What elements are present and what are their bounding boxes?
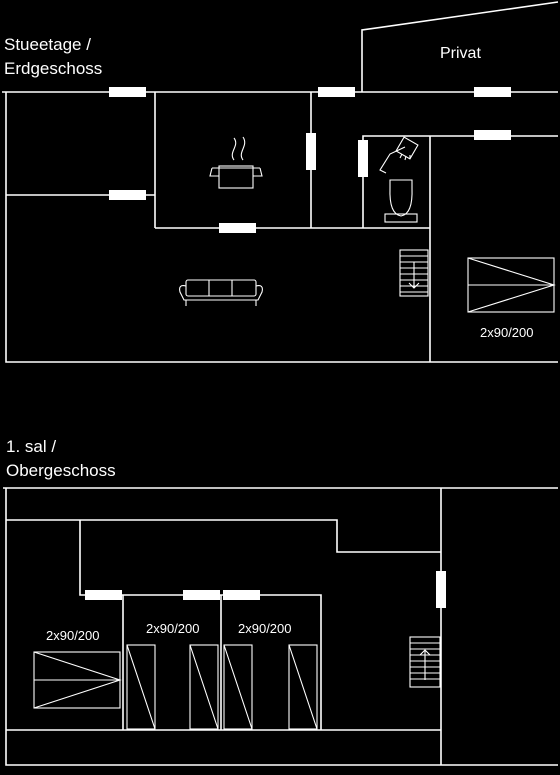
- bed-frame: [223, 644, 253, 730]
- bed-icon: 2x90/200: [126, 621, 219, 730]
- cooking-pot-icon: [209, 136, 263, 189]
- door: [85, 590, 122, 600]
- shower-head: [395, 136, 419, 160]
- wall-upper: [6, 519, 441, 553]
- bed-icon: 2x90/200: [467, 257, 556, 340]
- upper-floor-subtitle: Obergeschoss: [6, 461, 116, 480]
- staircase-icon: [409, 636, 441, 688]
- pot-handles: [209, 167, 263, 177]
- ground-floor-plan: Stueetage / Erdgeschoss Privat: [2, 1, 559, 363]
- sofa-icon: [179, 279, 263, 306]
- ground-floor-title: Stueetage /: [4, 35, 91, 54]
- bed-icon: 2x90/200: [33, 628, 122, 709]
- ground-floor-doors: [109, 87, 511, 233]
- door: [474, 130, 511, 140]
- toilet-bowl: [389, 179, 413, 217]
- shower-pipe: [379, 146, 406, 174]
- private-area: Privat: [361, 1, 559, 92]
- bed-size-label: 2x90/200: [238, 621, 292, 636]
- door: [474, 87, 511, 97]
- ground-floor-subtitle: Erdgeschoss: [4, 59, 102, 78]
- ground-floor-walls: [2, 91, 558, 363]
- toilet-tank: [384, 213, 418, 223]
- door: [109, 87, 146, 97]
- bed-frame: [189, 644, 219, 730]
- door: [306, 133, 316, 170]
- door: [183, 590, 220, 600]
- bed-size-label: 2x90/200: [46, 628, 100, 643]
- shower-icon: [379, 136, 419, 174]
- steam-icon: [231, 136, 246, 161]
- pot-body: [218, 165, 254, 189]
- bed-fold: [288, 644, 318, 730]
- stair-arrow-up: [419, 649, 431, 680]
- outer-wall: [5, 488, 558, 766]
- bed-icon: 2x90/200: [223, 621, 318, 730]
- upper-floor-title: 1. sal /: [6, 437, 56, 456]
- shower-water: [399, 153, 411, 161]
- door: [318, 87, 355, 97]
- door: [223, 590, 260, 600]
- stair-outline: [409, 636, 441, 688]
- bed-fold: [467, 257, 556, 313]
- outer-wall: [5, 92, 558, 363]
- bed-size-label: 2x90/200: [480, 325, 534, 340]
- stair-arrow-down: [408, 262, 420, 289]
- staircase-icon: [399, 249, 429, 297]
- bed-frame: [288, 644, 318, 730]
- sofa-arms: [179, 285, 263, 301]
- upper-floor-plan: 1. sal / Obergeschoss 2x90/200: [3, 437, 558, 766]
- upper-floor-walls: [3, 487, 558, 766]
- sofa-back: [185, 279, 257, 297]
- toilet-icon: [384, 179, 418, 223]
- door: [109, 190, 146, 200]
- bed-size-label: 2x90/200: [146, 621, 200, 636]
- door: [219, 223, 256, 233]
- bed-fold: [189, 644, 219, 730]
- door: [436, 571, 446, 608]
- upper-floor-doors: [85, 571, 446, 608]
- bed-fold: [126, 644, 156, 730]
- bed-fold: [223, 644, 253, 730]
- stair-outline: [399, 249, 429, 297]
- private-label: Privat: [440, 45, 481, 62]
- private-area-wall: [361, 1, 559, 92]
- bed-frame: [126, 644, 156, 730]
- bed-fold: [33, 651, 122, 709]
- door: [358, 140, 368, 177]
